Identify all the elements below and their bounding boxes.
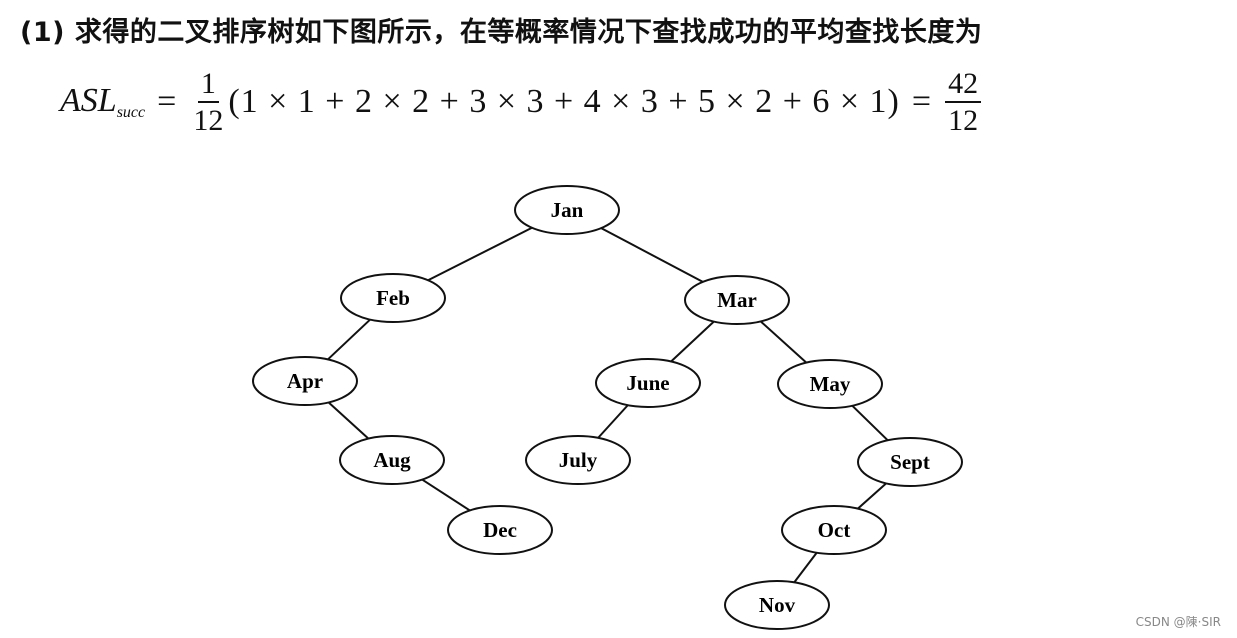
node-label: Dec bbox=[483, 518, 517, 542]
node-label: Nov bbox=[759, 593, 796, 617]
edge-june-july bbox=[597, 404, 629, 439]
tree-node-june: June bbox=[595, 358, 701, 408]
tree-node-oct: Oct bbox=[781, 505, 887, 555]
edge-apr-aug bbox=[327, 401, 370, 440]
tree-node-july: July bbox=[525, 435, 631, 485]
edge-sept-oct bbox=[857, 482, 887, 510]
node-ellipse bbox=[684, 275, 790, 325]
node-ellipse bbox=[724, 580, 830, 630]
node-ellipse bbox=[781, 505, 887, 555]
node-label: Jan bbox=[551, 198, 584, 222]
equals-sign-2: = bbox=[911, 83, 932, 120]
edge-may-sept bbox=[851, 404, 889, 442]
node-label: Oct bbox=[818, 518, 851, 542]
result-numerator: 42 bbox=[945, 67, 982, 103]
tree-edges bbox=[327, 226, 889, 583]
tree-node-feb: Feb bbox=[340, 273, 446, 323]
node-ellipse bbox=[525, 435, 631, 485]
fraction-denominator: 12 bbox=[193, 104, 224, 137]
node-ellipse bbox=[339, 435, 445, 485]
tree-node-aug: Aug bbox=[339, 435, 445, 485]
node-ellipse bbox=[857, 437, 963, 487]
edge-aug-dec bbox=[421, 478, 471, 512]
tree-node-dec: Dec bbox=[447, 505, 553, 555]
tree-node-sept: Sept bbox=[857, 437, 963, 487]
edge-jan-feb bbox=[427, 226, 533, 282]
fraction-result: 42 12 bbox=[945, 67, 982, 137]
sum-expression: (1 × 1 + 2 × 2 + 3 × 3 + 4 × 3 + 5 × 2 +… bbox=[228, 83, 900, 120]
edge-mar-may bbox=[759, 320, 808, 364]
tree-node-apr: Apr bbox=[252, 356, 358, 406]
asl-symbol: ASLsucc bbox=[60, 82, 146, 121]
tree-node-nov: Nov bbox=[724, 580, 830, 630]
tree-node-mar: Mar bbox=[684, 275, 790, 325]
edge-feb-apr bbox=[327, 318, 371, 361]
node-ellipse bbox=[595, 358, 701, 408]
edge-mar-june bbox=[670, 320, 715, 363]
result-denominator: 12 bbox=[948, 104, 979, 137]
node-label: Sept bbox=[890, 450, 930, 474]
intro-text: (1) 求得的二叉排序树如下图所示，在等概率情况下查找成功的平均查找长度为 bbox=[20, 17, 983, 48]
tree-node-jan: Jan bbox=[514, 185, 620, 235]
node-label: Apr bbox=[287, 369, 323, 393]
node-ellipse bbox=[777, 359, 883, 409]
node-label: July bbox=[559, 448, 598, 472]
node-ellipse bbox=[340, 273, 446, 323]
fraction-one-twelfth: 1 12 bbox=[190, 67, 226, 137]
edge-oct-nov bbox=[793, 552, 818, 583]
equals-sign: = bbox=[157, 83, 177, 120]
node-label: Feb bbox=[376, 286, 410, 310]
node-label: Aug bbox=[373, 448, 411, 472]
node-ellipse bbox=[252, 356, 358, 406]
node-ellipse bbox=[514, 185, 620, 235]
node-label: June bbox=[626, 371, 669, 395]
node-ellipse bbox=[447, 505, 553, 555]
node-label: Mar bbox=[717, 288, 757, 312]
csdn-watermark: CSDN @陳·SIR bbox=[1135, 615, 1221, 629]
asl-subscript: succ bbox=[116, 104, 146, 121]
asl-formula: ASLsucc = 1 12 (1 × 1 + 2 × 2 + 3 × 3 + … bbox=[60, 62, 983, 142]
fraction-numerator: 1 bbox=[197, 67, 219, 103]
edge-jan-mar bbox=[600, 227, 704, 283]
node-label: May bbox=[810, 372, 851, 396]
tree-node-may: May bbox=[777, 359, 883, 409]
